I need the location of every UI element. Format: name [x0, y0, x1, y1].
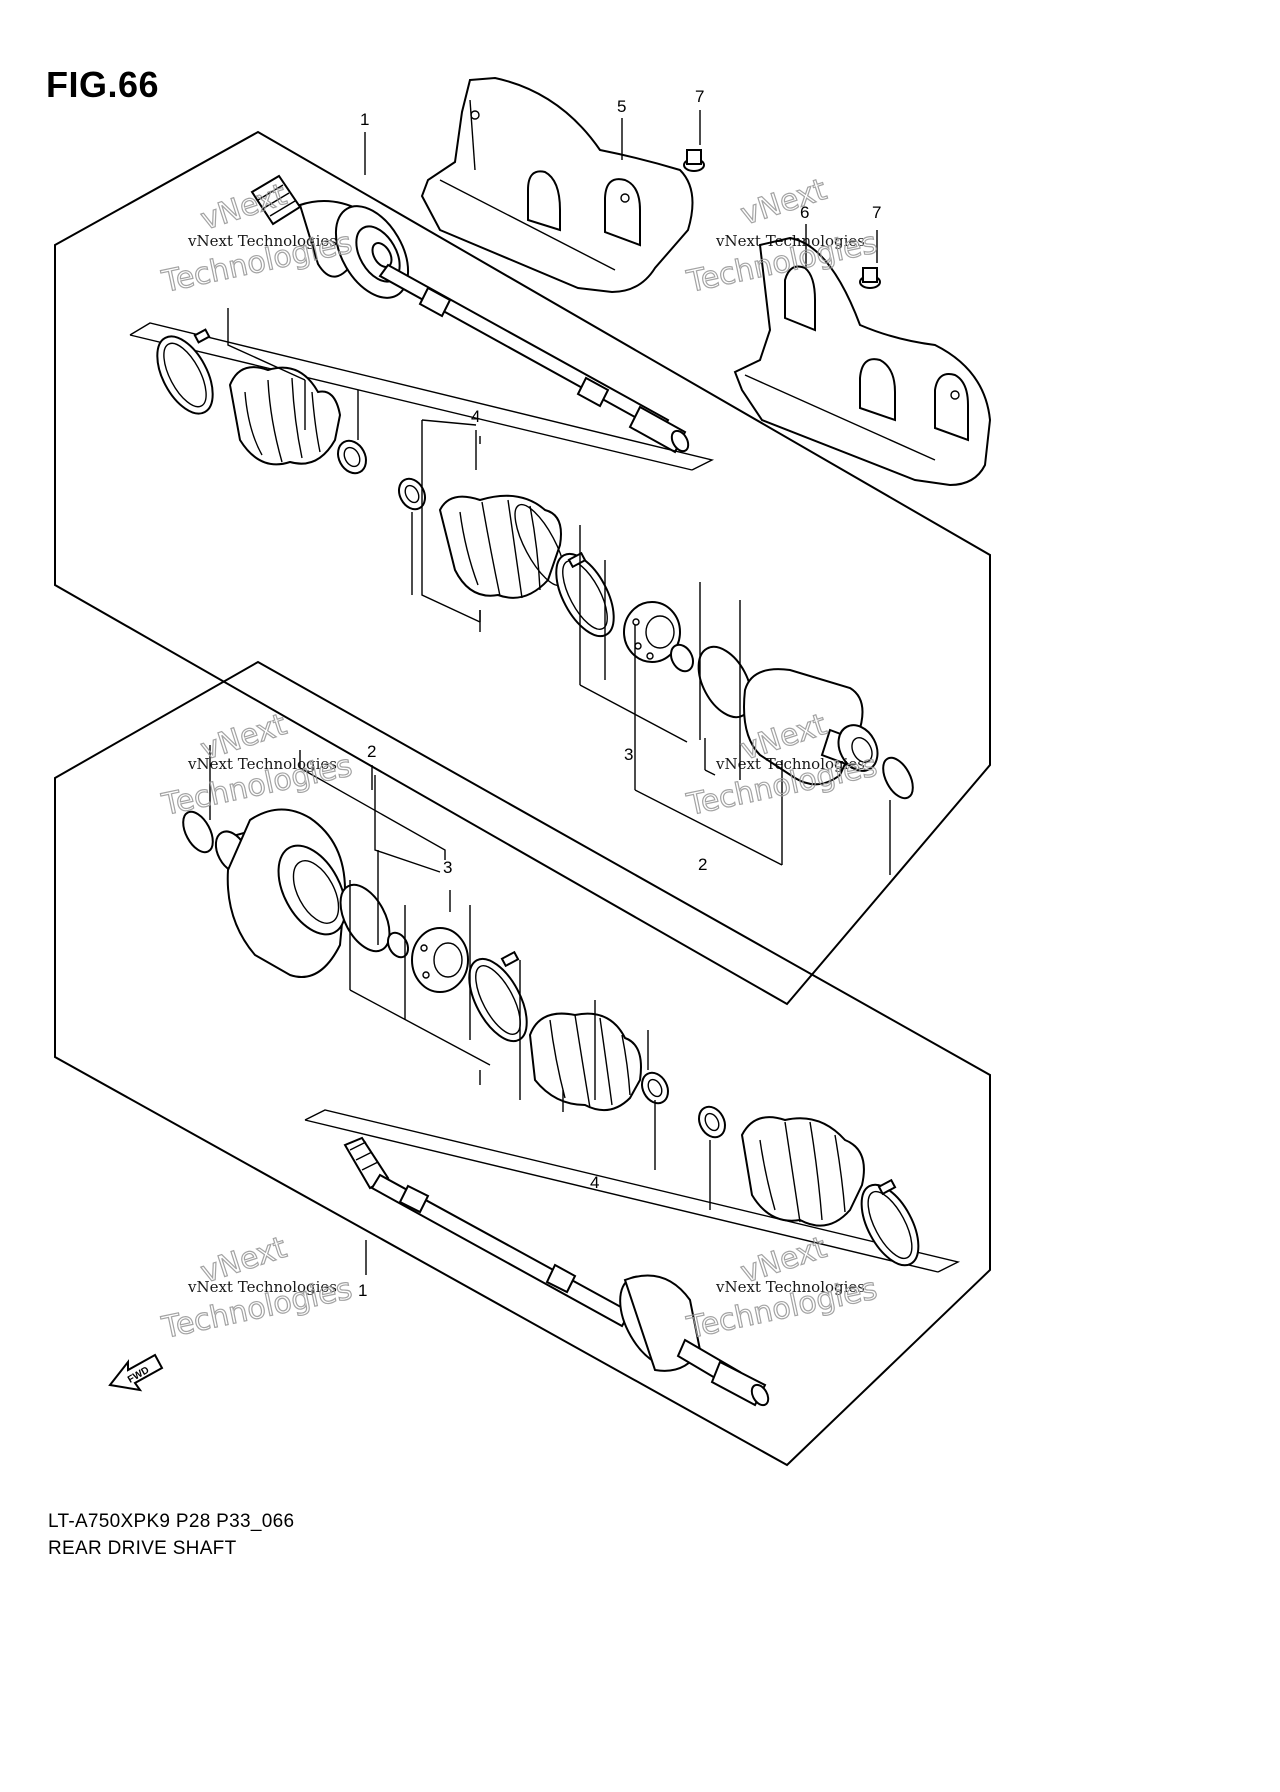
label-guard-left: 5 — [617, 97, 626, 116]
guard-right[interactable] — [733, 236, 992, 487]
drawing-title: REAR DRIVE SHAFT — [48, 1538, 237, 1559]
upper-outer-boot[interactable] — [228, 366, 342, 466]
upper-label-boot-kit: 4 — [471, 407, 480, 426]
lower-label-shaft: 1 — [358, 1281, 367, 1300]
arrow-fwd-icon: FWD — [108, 1353, 164, 1392]
lower-label-boot-kit: 4 — [590, 1173, 599, 1192]
upper-drive-shaft[interactable] — [250, 174, 692, 454]
figure-title: FIG.66 — [46, 64, 160, 105]
svg-text:vNext Technologies: vNext Technologies — [187, 232, 337, 250]
lower-label-joint-assy: 2 — [367, 742, 376, 761]
bolt-right[interactable] — [859, 230, 881, 289]
bolt-left[interactable] — [683, 110, 705, 172]
upper-label-inner-joint-set: 3 — [624, 745, 633, 764]
lower-inner-snap-ring[interactable] — [330, 877, 399, 959]
label-guard-right: 6 — [800, 203, 809, 222]
lower-inner-race-cage[interactable] — [411, 927, 469, 993]
upper-inner-snap-ring[interactable] — [688, 638, 763, 726]
lower-drive-shaft[interactable] — [343, 1136, 772, 1408]
watermark-bottom-right: vNext vNext Technologies Technologies — [683, 1230, 881, 1347]
svg-text:vNext Technologies: vNext Technologies — [715, 232, 865, 250]
upper-outer-boot-clamp[interactable] — [333, 436, 372, 478]
lower-boot-kit-guide — [304, 1109, 961, 1273]
lower-outer-boot-band[interactable] — [850, 1176, 930, 1274]
upper-inner-boot-clamp[interactable] — [394, 474, 430, 514]
upper-housing-circlip[interactable] — [877, 753, 919, 803]
label-bolt-left: 7 — [695, 87, 704, 106]
svg-text:vNext Technologies: vNext Technologies — [715, 1278, 865, 1296]
lower-callout-leaders — [209, 745, 711, 1275]
lower-label-inner-joint-set: 3 — [443, 858, 452, 877]
svg-text:vNext Technologies: vNext Technologies — [715, 755, 865, 773]
watermark-bottom-left: vNext vNext Technologies Technologies — [158, 1230, 356, 1347]
upper-outer-boot-band[interactable] — [146, 328, 224, 423]
upper-inner-race-cage[interactable] — [623, 601, 681, 663]
lower-panel-outline — [54, 660, 991, 1467]
upper-panel-outline — [54, 130, 991, 1006]
guard-left[interactable] — [420, 76, 694, 294]
lower-outer-boot[interactable] — [740, 1116, 865, 1227]
svg-text:vNext: vNext — [197, 177, 291, 237]
upper-boot-kit-guide — [129, 322, 715, 471]
svg-text:vNext: vNext — [737, 172, 831, 232]
drawing-code: LT-A750XPK9 P28 P33_066 — [48, 1511, 295, 1532]
lower-outer-boot-clamp[interactable] — [694, 1102, 730, 1142]
watermark-mid-left: vNext vNext Technologies Technologies — [158, 707, 356, 824]
upper-inner-boot[interactable] — [438, 494, 574, 599]
upper-inner-boot-band[interactable] — [544, 545, 625, 645]
lower-housing-circlip[interactable] — [177, 807, 219, 857]
upper-label-joint-assy: 2 — [698, 855, 707, 874]
lower-joint-housing[interactable] — [209, 808, 359, 978]
upper-inner-circlip[interactable] — [667, 641, 698, 675]
label-bolt-right: 7 — [872, 203, 881, 222]
lower-inner-circlip[interactable] — [384, 929, 412, 960]
lower-inner-boot-clamp[interactable] — [637, 1068, 673, 1108]
svg-text:vNext Technologies: vNext Technologies — [187, 1278, 337, 1296]
lower-inner-boot[interactable] — [528, 1012, 642, 1112]
watermark-top-left: vNext vNext Technologies Technologies — [158, 177, 356, 301]
upper-joint-housing[interactable] — [743, 668, 885, 786]
upper-label-shaft: 1 — [360, 110, 369, 129]
lower-inner-boot-band[interactable] — [457, 950, 538, 1050]
upper-callout-leaders — [227, 132, 891, 875]
svg-text:vNext Technologies: vNext Technologies — [187, 755, 337, 773]
